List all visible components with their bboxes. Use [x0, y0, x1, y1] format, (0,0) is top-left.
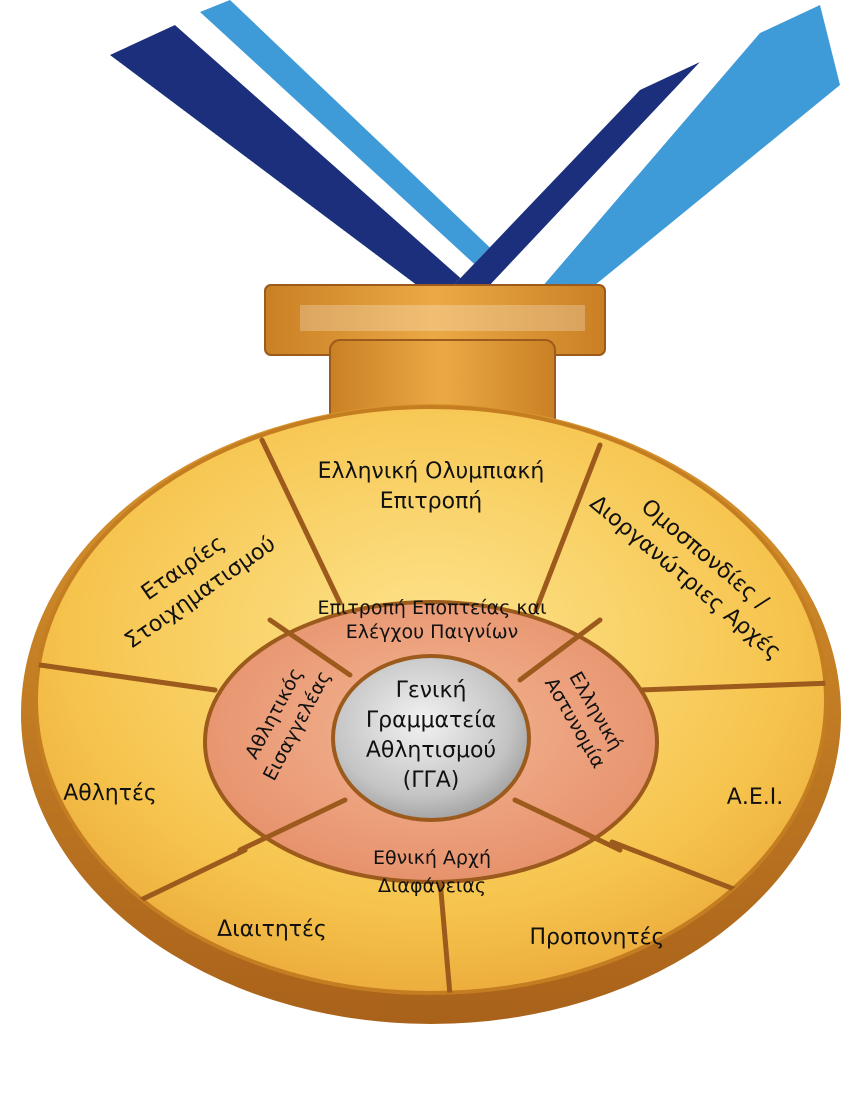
- outer-segment-universities: Α.Ε.Ι.: [727, 785, 783, 810]
- outer-segment-athletes: Αθλητές: [63, 781, 157, 806]
- center-line: Αθλητισμού: [366, 738, 496, 763]
- outer-segment-coaches: Προπονητές: [530, 925, 665, 950]
- outer-segment-olympic-committee: Ελληνική Ολυμπιακή Επιτροπή: [318, 459, 545, 514]
- ribbon: [110, 0, 840, 330]
- center-label: Γενική Γραμματεία Αθλητισμού (ΓΓΑ): [366, 678, 496, 793]
- center-line: Γραμματεία: [366, 708, 496, 733]
- center-line: (ΓΓΑ): [403, 768, 460, 793]
- outer-segment-label: Διαιτητές: [217, 917, 327, 942]
- outer-segment-label: Επιτροπή: [380, 489, 482, 514]
- medal-bail: [264, 284, 606, 436]
- center-line: Γενική: [396, 678, 467, 703]
- outer-segment-label: Προπονητές: [530, 925, 665, 950]
- outer-segment-label: Ελληνική Ολυμπιακή: [318, 459, 545, 484]
- inner-segment-label: Διαφάνειας: [378, 875, 486, 897]
- inner-segment-label: Επιτροπή Εποπτείας και: [317, 597, 546, 619]
- outer-segment-label: Αθλητές: [63, 781, 157, 806]
- inner-ring-dividers: [237, 617, 623, 853]
- inner-segment-label: Ελέγχου Παιγνίων: [346, 621, 518, 643]
- center-disc: [331, 654, 531, 822]
- inner-segment-gambling-committee: Επιτροπή Εποπτείας και Ελέγχου Παιγνίων: [317, 597, 546, 643]
- inner-segment-transparency-authority: Εθνική Αρχή Διαφάνειας: [373, 847, 491, 897]
- inner-segment-label: Εθνική Αρχή: [373, 847, 491, 869]
- outer-segment-referees: Διαιτητές: [217, 917, 327, 942]
- outer-segment-label: Α.Ε.Ι.: [727, 785, 783, 810]
